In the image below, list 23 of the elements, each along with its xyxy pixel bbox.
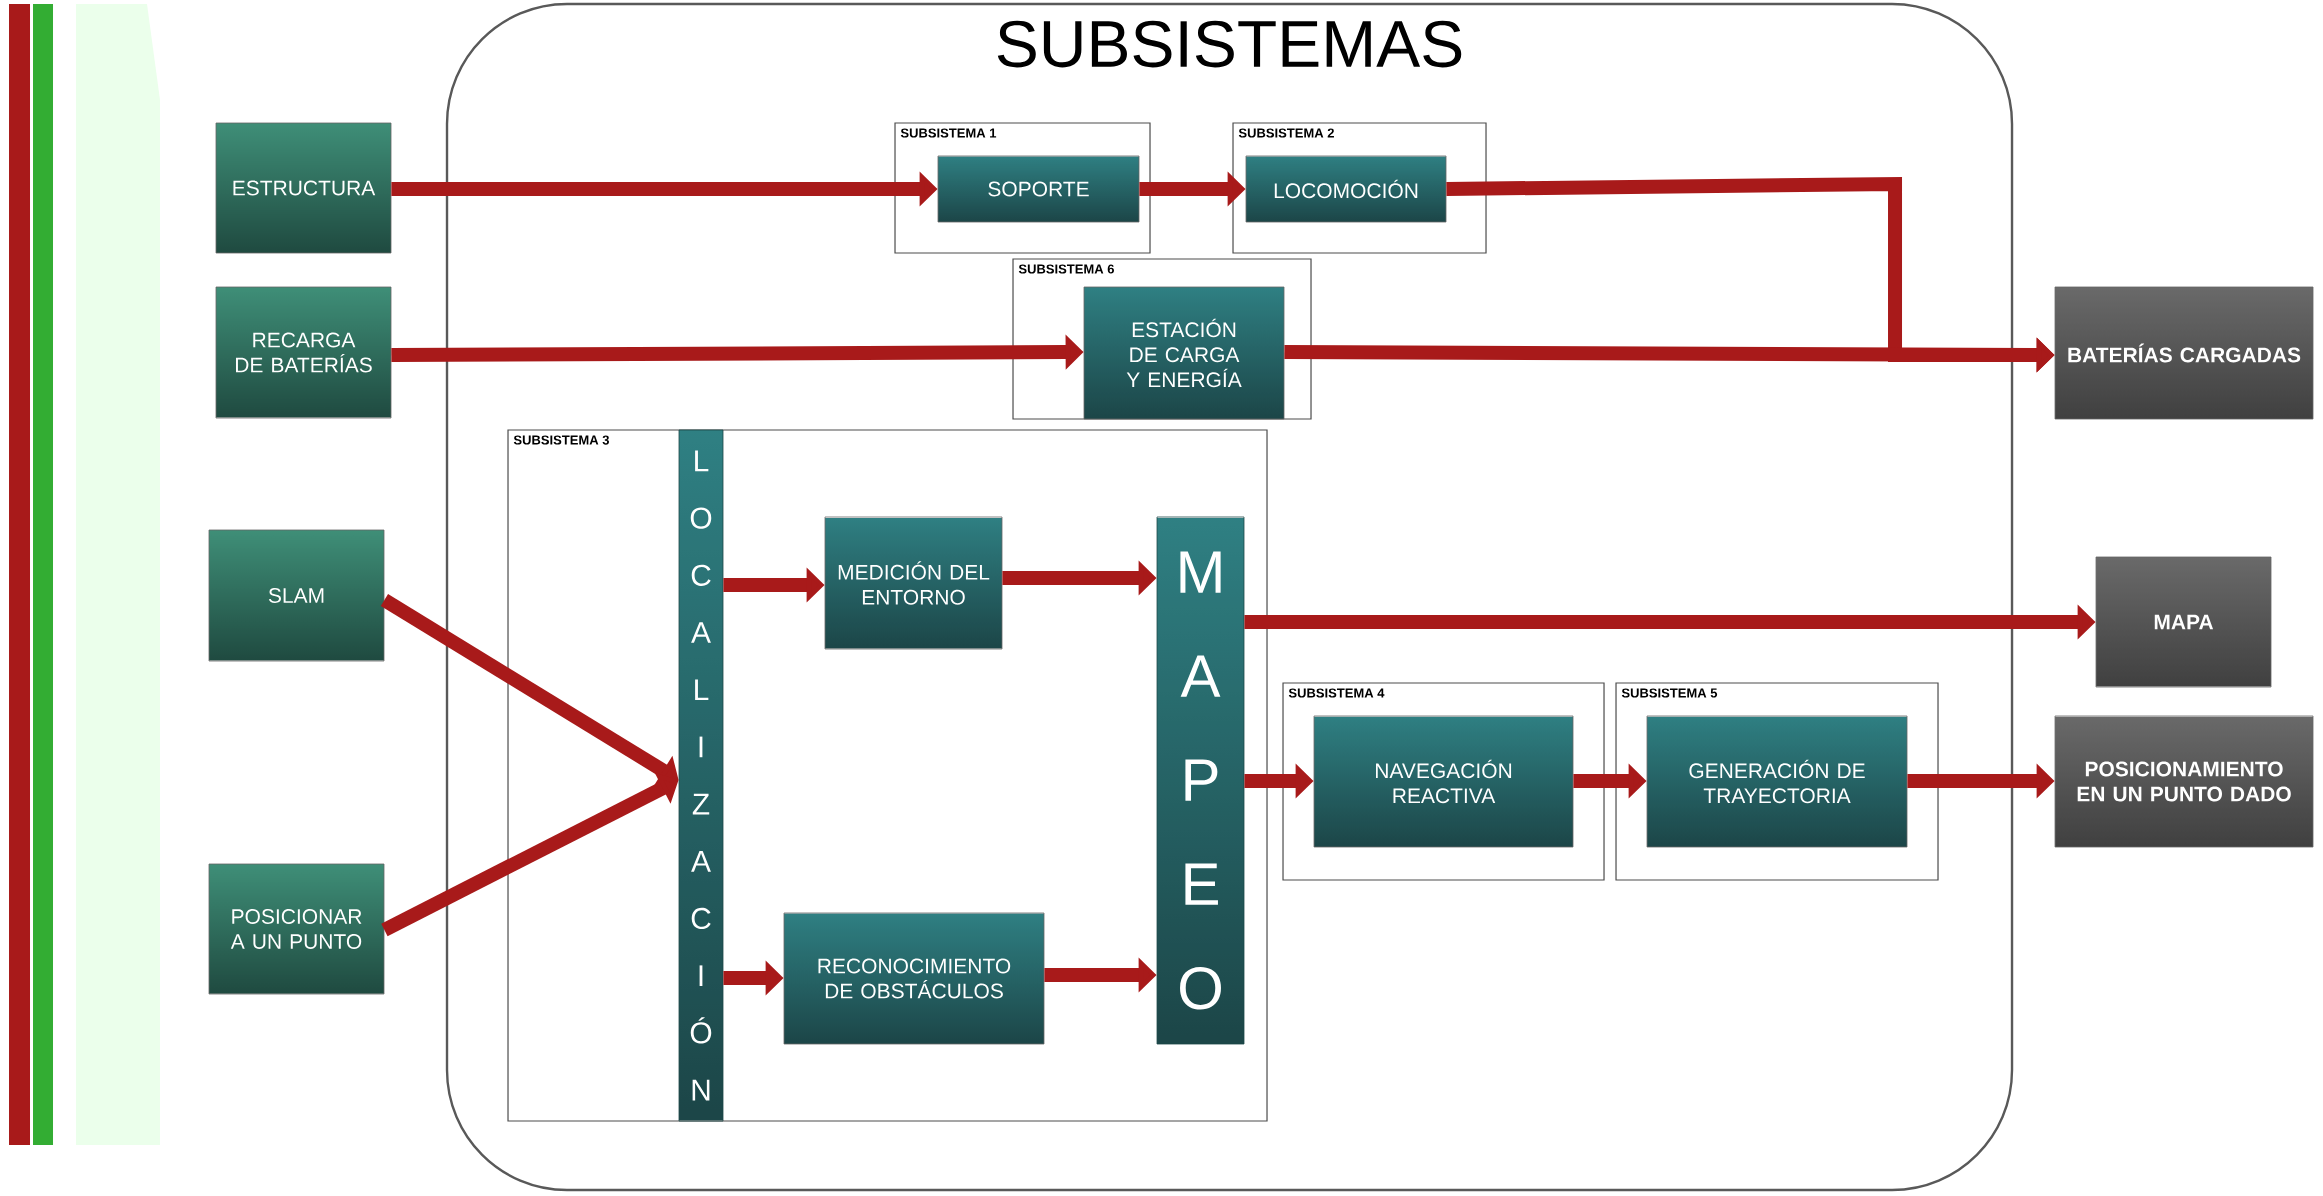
title: SUBSISTEMAS: [997, 20, 1462, 68]
subsystem-label: SUBSISTEMA 3: [513, 435, 609, 445]
process-box: ESTACIÓN DE CARGA Y ENERGÍA: [1083, 286, 1285, 420]
process-bar: LOCALIZACIÓN: [678, 429, 724, 1122]
process-bar: MAPEO: [1156, 516, 1245, 1045]
process-box: POSICIONAR A UN PUNTO: [208, 863, 385, 995]
process-box: MEDICIÓN DEL ENTORNO: [824, 516, 1003, 650]
process-box: ESTRUCTURA: [215, 122, 392, 254]
process-box: SOPORTE: [937, 155, 1140, 223]
output-box: BATERÍAS CARGADAS: [2054, 286, 2314, 420]
process-box: NAVEGACIÓN REACTIVA: [1313, 715, 1574, 848]
subsystem-label: SUBSISTEMA 1: [900, 128, 997, 138]
process-box: RECONOCIMIENTO DE OBSTÁCULOS: [783, 912, 1045, 1045]
process-box: SLAM: [208, 529, 385, 662]
subsystem-label: SUBSISTEMA 4: [1288, 688, 1385, 698]
subsystem-label: SUBSISTEMA 2: [1238, 128, 1334, 138]
process-box: RECARGA DE BATERÍAS: [215, 286, 392, 419]
subsystem-label: SUBSISTEMA 5: [1621, 688, 1718, 698]
output-box: POSICIONAMIENTO EN UN PUNTO DADO: [2054, 715, 2314, 848]
process-box: GENERACIÓN DE TRAYECTORIA: [1646, 715, 1908, 848]
output-box: MAPA: [2095, 556, 2272, 688]
process-box: LOCOMOCIÓN: [1245, 155, 1447, 223]
subsystem-label: SUBSISTEMA 6: [1018, 264, 1114, 274]
